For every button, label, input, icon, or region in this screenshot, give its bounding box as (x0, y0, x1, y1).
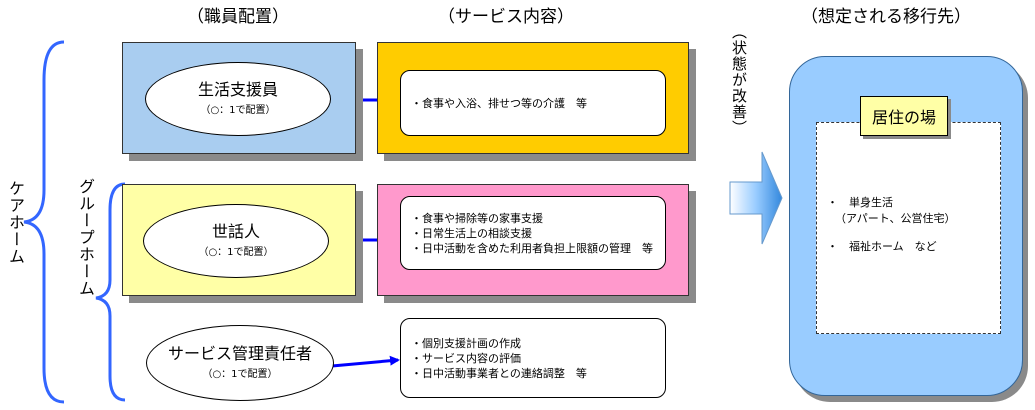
service-box-management: ・個別支援計画の作成 ・サービス内容の評価 ・日中活動事業者との連絡調整 等 (400, 318, 666, 398)
header-staff: （職員配置） (187, 7, 289, 27)
staff-title: 世話人 (211, 222, 260, 241)
destination-item: ・ 単身生活 (827, 196, 893, 209)
service-line: ・食事や入浴、排せつ等の介護 等 (411, 96, 587, 110)
staff-title: サービス管理責任者 (167, 344, 312, 363)
staff-ratio: （○：1で配置） (200, 105, 276, 116)
staff-title: 生活支援員 (197, 80, 278, 99)
staff-ellipse-manager: サービス管理責任者 （○：1で配置） (146, 325, 334, 401)
destination-title: 居住の場 (860, 96, 948, 136)
header-status: （状態が改善） (730, 24, 748, 136)
label-group-home: グループホーム (76, 178, 95, 297)
service-box-housework: ・食事や掃除等の家事支援 ・日常生活上の相談支援 ・日中活動を含めた利用者負担上… (400, 196, 666, 270)
header-destination: （想定される移行先） (801, 7, 971, 27)
destination-inner-box: ・ 単身生活 （アパート、公営住宅） ・ 福祉ホーム など (816, 122, 1001, 334)
header-service: （サービス内容） (438, 7, 574, 27)
destination-item: （アパート、公営住宅） (835, 212, 956, 225)
staff-ratio: （○：1で配置） (198, 247, 274, 258)
group-home-brace (95, 182, 126, 402)
service-line: ・食事や掃除等の家事支援 (411, 211, 543, 225)
service-line: ・サービス内容の評価 (411, 351, 521, 365)
service-box-care: ・食事や入浴、排せつ等の介護 等 (400, 70, 666, 136)
service-line: ・日中活動を含めた利用者負担上限額の管理 等 (411, 241, 653, 255)
care-home-brace (23, 40, 65, 404)
label-care-home: ケアホーム (6, 180, 25, 265)
arrow-3 (331, 355, 400, 368)
destination-item: ・ 福祉ホーム など (827, 240, 937, 253)
service-line: ・個別支援計画の作成 (411, 336, 521, 350)
staff-ellipse-caretaker: 世話人 （○：1で配置） (143, 204, 329, 278)
service-line: ・日中活動事業者との連絡調整 等 (411, 366, 587, 380)
staff-ratio: （○：1で配置） (202, 369, 278, 380)
staff-ellipse-support: 生活支援員 （○：1で配置） (145, 62, 331, 136)
service-line: ・日常生活上の相談支援 (411, 226, 532, 240)
big-transition-arrow (729, 151, 783, 245)
